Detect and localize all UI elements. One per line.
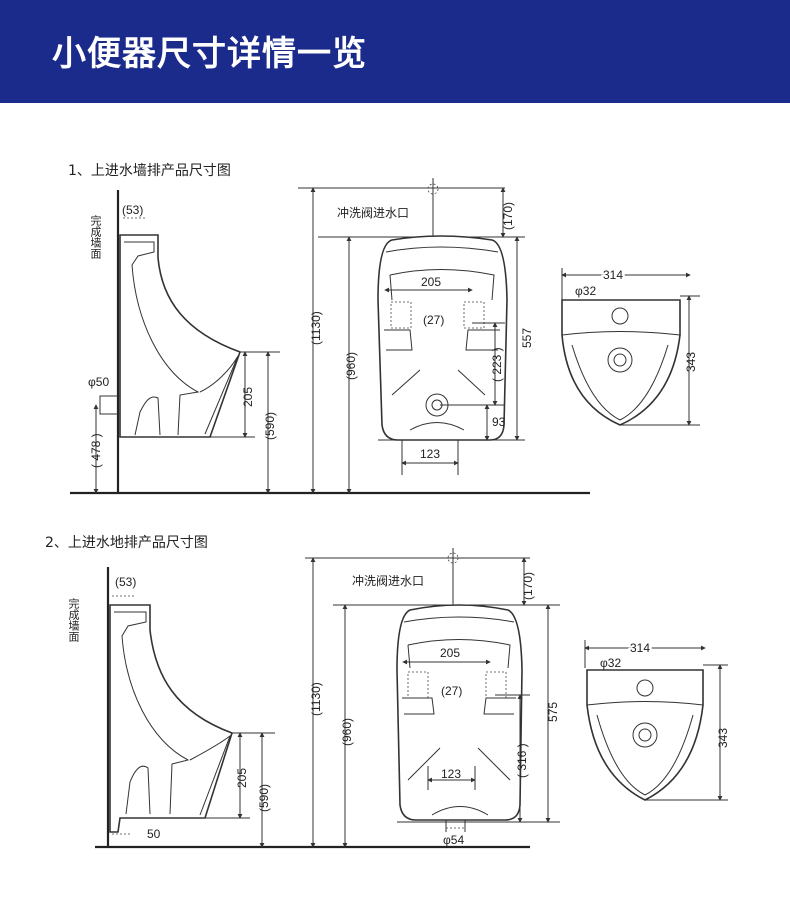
section-2-drawing: 完成墙面 (53) 50 205 (590) 冲洗阀进水口 (1130) (96…	[67, 548, 730, 849]
page-title: 小便器尺寸详情一览	[52, 34, 367, 74]
wall-label: 完成墙面	[89, 214, 102, 259]
dim-316: ( 316 )	[515, 743, 529, 778]
dim-phi50: φ50	[88, 375, 109, 389]
dim-575: 575	[546, 702, 560, 722]
dim-960: (960)	[340, 718, 354, 746]
inlet-label: 冲洗阀进水口	[337, 205, 409, 220]
dim-1130: (1130)	[309, 311, 323, 345]
dim-123: 123	[420, 447, 440, 461]
dim-314: 314	[630, 641, 650, 655]
dim-223: ( 223 )	[490, 347, 504, 382]
inlet-label: 冲洗阀进水口	[352, 573, 424, 588]
dim-478: ( 478 )	[89, 433, 103, 468]
section-2-title: 2、上进水地排产品尺寸图	[45, 535, 208, 551]
dim-205-side: 205	[235, 768, 249, 788]
dim-170: (170)	[501, 202, 515, 230]
dim-343: 343	[716, 728, 730, 748]
dim-1130: (1130)	[309, 682, 323, 716]
top-view	[586, 669, 704, 801]
dim-557: 557	[520, 328, 534, 348]
section-1-drawing: 完成墙面 (53) φ50 ( 478 ) 205 (590) 冲洗阀进水口 (…	[70, 178, 700, 495]
side-profile-view	[99, 234, 242, 438]
dim-phi32: φ32	[600, 656, 621, 670]
dim-27: (27)	[423, 313, 444, 327]
front-view	[396, 604, 523, 821]
dim-27: (27)	[441, 684, 462, 698]
dim-960: (960)	[344, 352, 358, 380]
dim-590: (590)	[263, 412, 277, 440]
dim-590: (590)	[257, 784, 271, 812]
top-view	[561, 299, 681, 426]
dim-170: (170)	[521, 572, 535, 600]
section-1-title: 1、上进水墙排产品尺寸图	[68, 163, 231, 179]
page-header: 小便器尺寸详情一览	[0, 0, 790, 103]
dim-205-front: 205	[440, 646, 460, 660]
dim-205-side: 205	[241, 387, 255, 407]
dim-53: (53)	[122, 203, 143, 217]
dim-123: 123	[441, 767, 461, 781]
side-profile-view	[109, 604, 233, 833]
dim-53: (53)	[115, 575, 136, 589]
dim-phi32: φ32	[575, 284, 596, 298]
front-view	[377, 235, 508, 441]
wall-label: 完成墙面	[67, 597, 80, 642]
dim-phi54: φ54	[443, 833, 464, 847]
dim-93: 93	[492, 415, 506, 429]
dim-343: 343	[684, 352, 698, 372]
dim-50: 50	[147, 827, 161, 841]
dim-314: 314	[603, 268, 623, 282]
dim-205-front: 205	[421, 275, 441, 289]
